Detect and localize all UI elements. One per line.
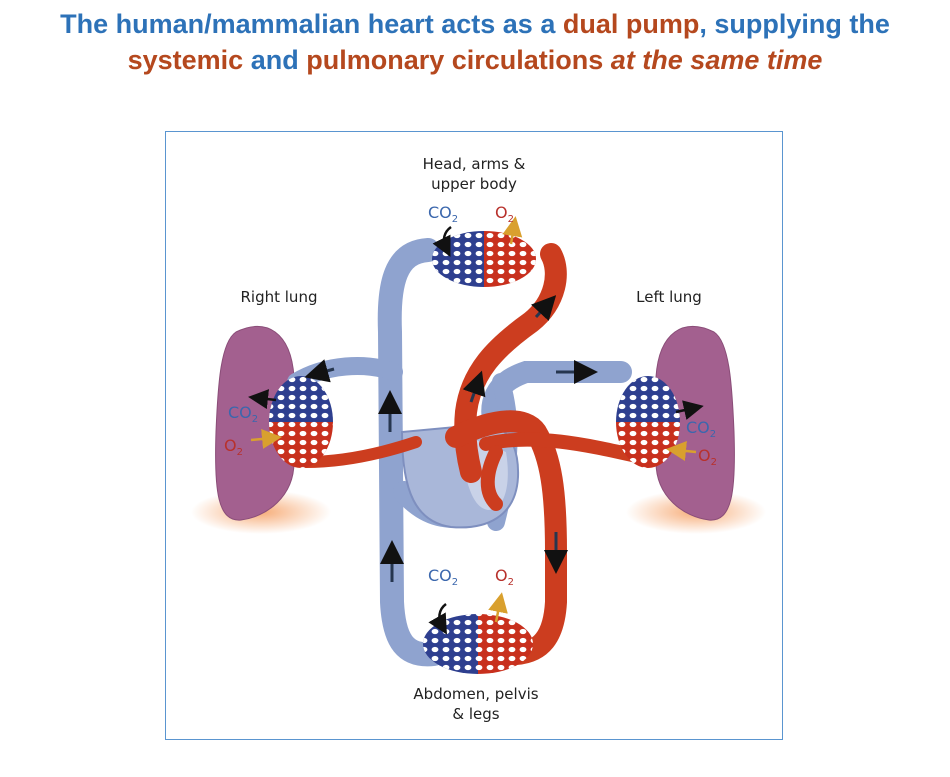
gas-arrows: [248, 216, 704, 635]
gas-o2-right-lung: O2: [224, 436, 243, 459]
title-seg-7: at the same time: [610, 45, 823, 75]
capillary-bed-abdomen: [423, 614, 533, 674]
title-seg-3: , supplying the: [699, 9, 890, 39]
label-left-lung: Left lung: [636, 288, 702, 306]
capillary-bed-left-lung: [616, 376, 680, 468]
label-right-lung: Right lung: [240, 288, 318, 306]
title-seg-5: and: [243, 45, 307, 75]
capillary-bed-right-lung: [269, 376, 333, 468]
title-seg-2: dual pump: [562, 9, 700, 39]
circulation-figure: Head, arms & upper body Abdomen, pelvis …: [165, 131, 783, 740]
gas-o2-left-lung: O2: [698, 446, 717, 469]
title-seg-6: pulmonary circulations: [306, 45, 611, 75]
gas-co2-left-lung: CO2: [686, 418, 717, 441]
lung-shape: [191, 325, 766, 534]
gas-co2-right-lung: CO2: [228, 403, 259, 426]
heart-diagram: [191, 216, 766, 674]
slide-title: The human/mammalian heart acts as a dual…: [0, 6, 950, 78]
arterial-vessels: [300, 243, 648, 665]
label-abdomen: Abdomen, pelvis & legs: [413, 685, 539, 723]
title-seg-4: systemic: [127, 45, 244, 75]
gas-co2-abdomen: CO2: [428, 566, 459, 589]
title-seg-1: The human/mammalian heart acts as a: [60, 9, 563, 39]
gas-o2-abdomen: O2: [495, 566, 514, 589]
label-head: Head, arms & upper body: [422, 155, 526, 193]
gas-o2-head: O2: [495, 203, 514, 226]
flow-arrow: [304, 295, 598, 582]
capillary-bed-head: [432, 231, 536, 287]
gas-co2-head: CO2: [428, 203, 459, 226]
